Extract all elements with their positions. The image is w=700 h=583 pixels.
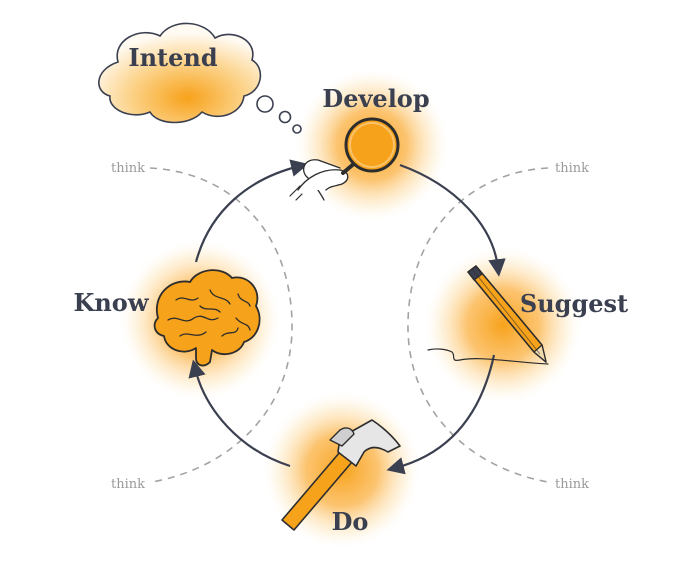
thought-bubble-small [292,124,302,134]
thought-bubble-medium [278,110,292,124]
think-label-bottom-left: think [111,477,145,492]
think-arcs [149,167,549,483]
brain-icon [153,269,261,367]
suggest-glow [423,245,583,405]
develop-label: Develop [322,84,429,113]
arrow-know-to-develop [194,159,309,263]
thought-bubble-large [256,95,274,113]
pencil-icon [467,265,547,363]
know-label: Know [74,288,150,317]
pencil-squiggle [427,348,549,365]
intend-label: Intend [128,43,217,72]
think-label-top-right: think [555,161,589,176]
think-label-top-left: think [111,161,145,176]
magnifying-glass-icon [289,117,400,201]
hammer-icon [281,419,401,531]
arrow-do-to-know [188,359,291,468]
cycle-arrows [188,159,506,475]
arrow-develop-to-suggest [399,163,506,277]
think-arc-left [149,167,293,483]
do-label: Do [332,507,369,536]
thought-cloud-icon [98,22,302,134]
think-arc-right [407,167,549,483]
arrow-suggest-to-do [386,354,496,475]
think-label-bottom-right: think [555,477,589,492]
suggest-label: Suggest [520,289,628,318]
